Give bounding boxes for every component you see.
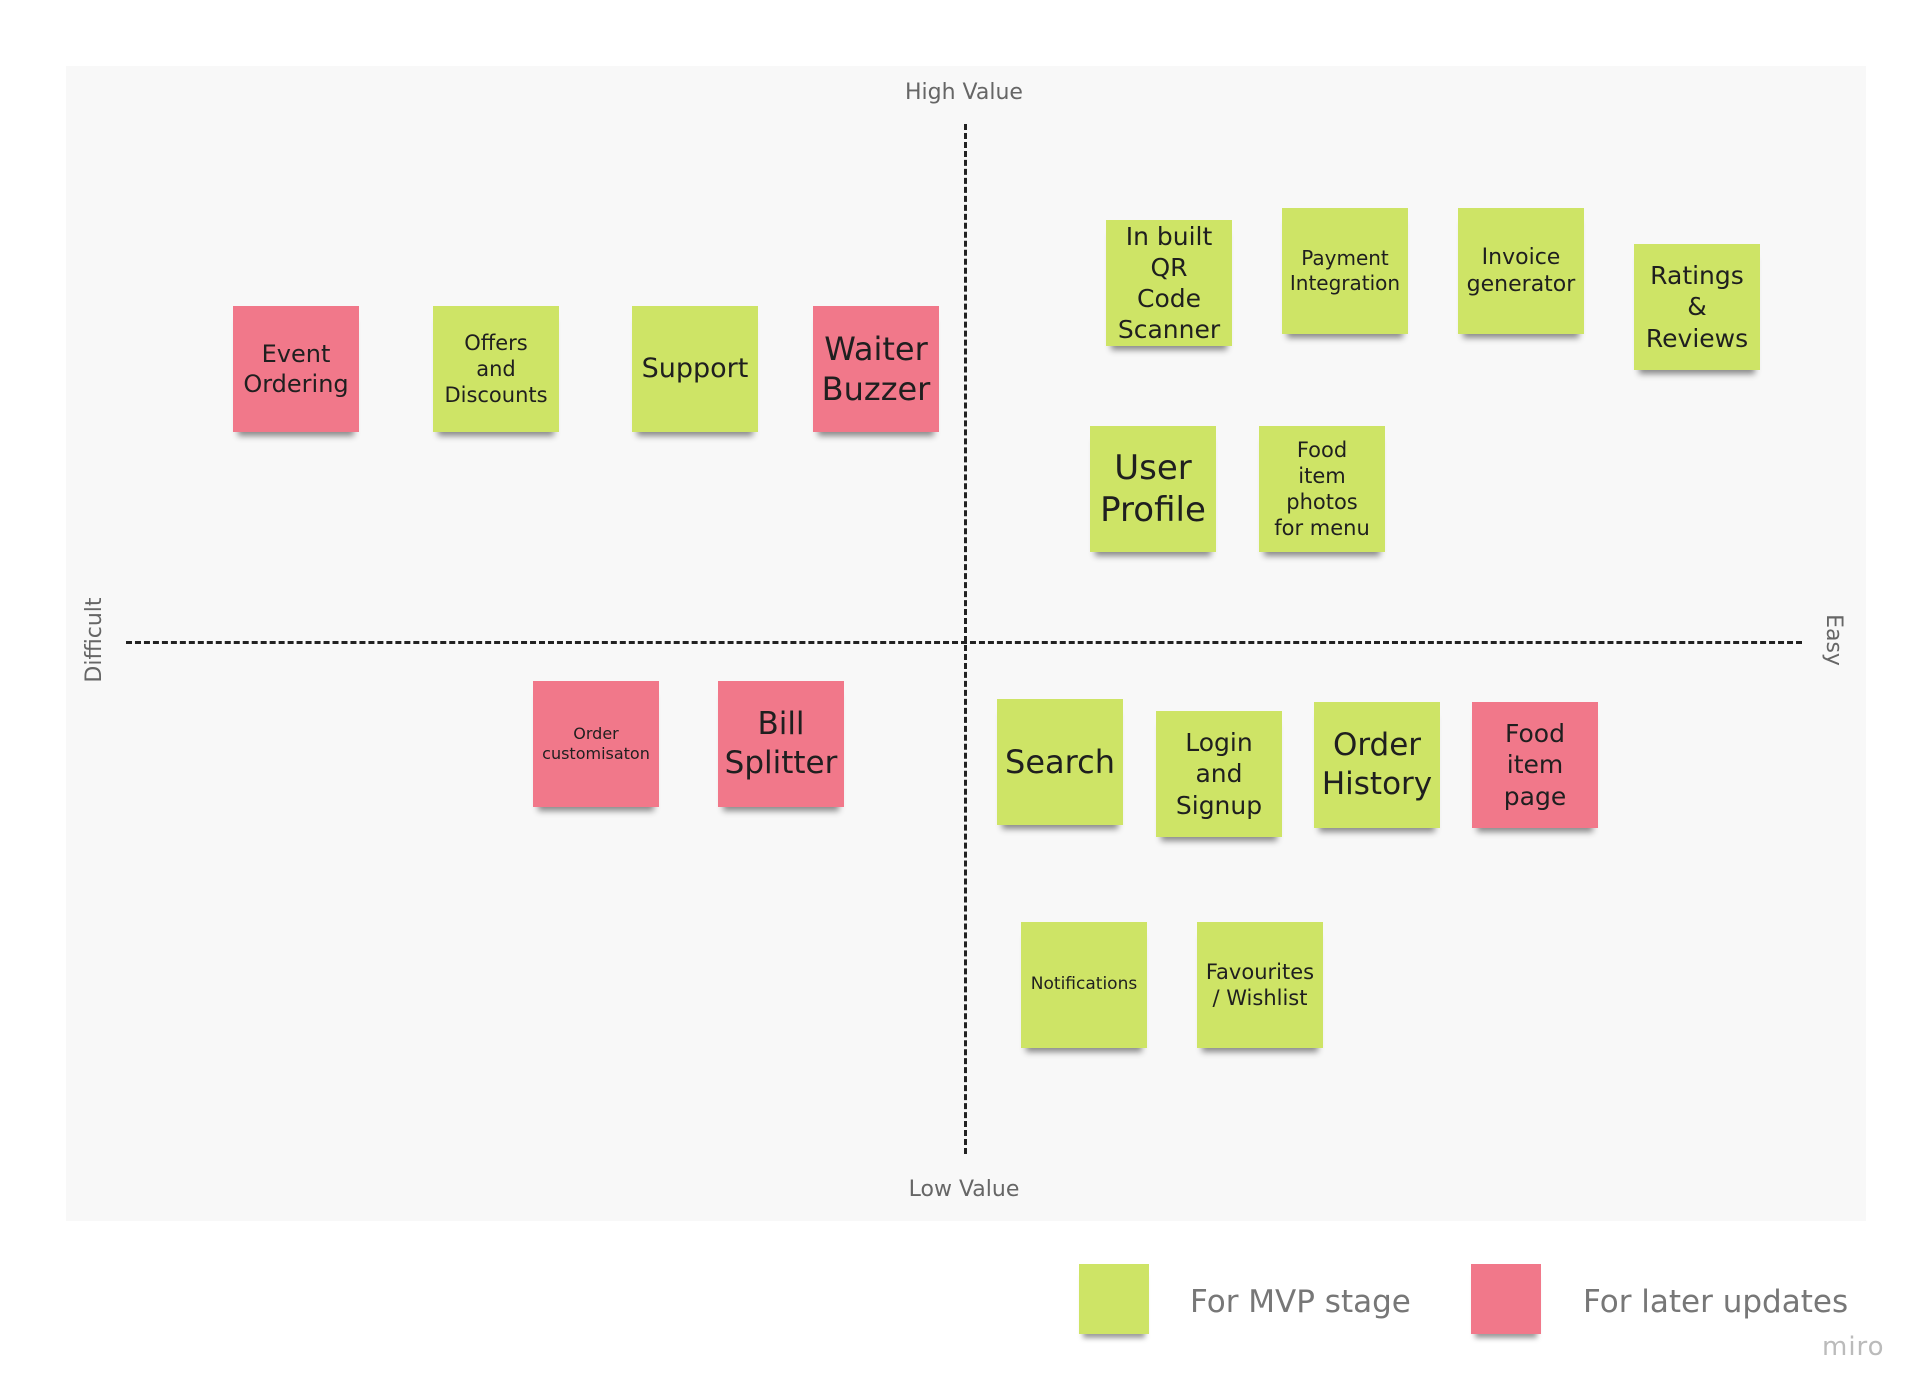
sticky-note-user-profile[interactable]: User Profile bbox=[1090, 426, 1216, 552]
sticky-note-invoice-generator[interactable]: Invoice generator bbox=[1458, 208, 1584, 334]
sticky-note-food-item-photos[interactable]: Food item photos for menu bbox=[1259, 426, 1385, 552]
miro-watermark: miro bbox=[1822, 1332, 1885, 1362]
sticky-note-bill-splitter[interactable]: Bill Splitter bbox=[718, 681, 844, 807]
legend-label-mvp: For MVP stage bbox=[1190, 1284, 1411, 1320]
sticky-note-payment-integration[interactable]: Payment Integration bbox=[1282, 208, 1408, 334]
sticky-note-ratings-and-reviews[interactable]: Ratings & Reviews bbox=[1634, 244, 1760, 370]
sticky-note-food-item-page[interactable]: Food item page bbox=[1472, 702, 1598, 828]
axis-label-low-value: Low Value bbox=[908, 1177, 1020, 1202]
effort-axis-line bbox=[126, 641, 1802, 644]
legend-label-later-updates: For later updates bbox=[1583, 1284, 1849, 1320]
legend-swatch-later-updates bbox=[1471, 1264, 1541, 1334]
sticky-note-offers-and-discounts[interactable]: Offers and Discounts bbox=[433, 306, 559, 432]
sticky-note-order-history[interactable]: Order History bbox=[1314, 702, 1440, 828]
sticky-note-search[interactable]: Search bbox=[997, 699, 1123, 825]
sticky-note-login-and-signup[interactable]: Login and Signup bbox=[1156, 711, 1282, 837]
sticky-note-favourites-wishlist[interactable]: Favourites / Wishlist bbox=[1197, 922, 1323, 1048]
sticky-note-support[interactable]: Support bbox=[632, 306, 758, 432]
value-axis-line bbox=[964, 124, 967, 1154]
sticky-note-notifications[interactable]: Notifications bbox=[1021, 922, 1147, 1048]
sticky-note-order-customisation[interactable]: Order customisaton bbox=[533, 681, 659, 807]
axis-label-easy: Easy bbox=[1821, 614, 1846, 666]
axis-label-difficult: Difficult bbox=[82, 597, 107, 683]
legend-swatch-mvp bbox=[1079, 1264, 1149, 1334]
sticky-note-qr-code-scanner[interactable]: In built QR Code Scanner bbox=[1106, 220, 1232, 346]
axis-label-high-value: High Value bbox=[905, 80, 1023, 105]
sticky-note-waiter-buzzer[interactable]: Waiter Buzzer bbox=[813, 306, 939, 432]
sticky-note-event-ordering[interactable]: Event Ordering bbox=[233, 306, 359, 432]
